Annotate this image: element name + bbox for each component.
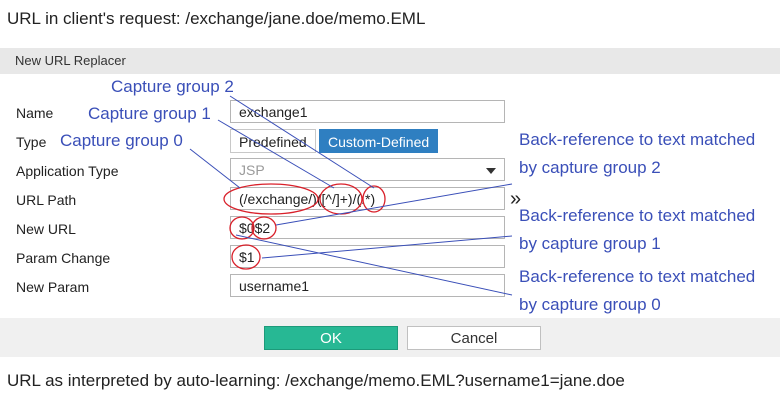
url-path-input[interactable]: (/exchange/)([^/]+)/(.*) bbox=[230, 187, 505, 210]
interpreted-url-text: URL as interpreted by auto-learning: /ex… bbox=[7, 371, 625, 390]
param-change-input[interactable]: $1 bbox=[230, 245, 505, 268]
annotation-capture-group-2: Capture group 2 bbox=[111, 77, 234, 96]
annotation-backref-0-line1: Back-reference to text matched bbox=[519, 267, 756, 286]
annotation-backref-1-line1: Back-reference to text matched bbox=[519, 206, 756, 225]
dialog-header: New URL Replacer bbox=[0, 48, 780, 74]
client-request-url-text: URL in client's request: /exchange/jane.… bbox=[7, 9, 426, 28]
name-input[interactable]: exchange1 bbox=[230, 100, 505, 123]
cancel-button[interactable]: Cancel bbox=[407, 326, 541, 350]
url-path-group1: ([^/]+) bbox=[316, 191, 353, 207]
type-label: Type bbox=[16, 134, 47, 150]
url-path-label: URL Path bbox=[16, 192, 77, 208]
new-param-label: New Param bbox=[16, 279, 90, 295]
type-predefined-toggle[interactable]: Predefined bbox=[230, 129, 316, 153]
annotation-backref-2-line2: by capture group 2 bbox=[519, 158, 661, 177]
expand-icon[interactable]: » bbox=[510, 188, 522, 210]
ok-button[interactable]: OK bbox=[264, 326, 398, 350]
type-custom-defined-toggle[interactable]: Custom-Defined bbox=[319, 129, 439, 153]
annotation-capture-group-1: Capture group 1 bbox=[88, 104, 211, 123]
param-change-value: $1 bbox=[239, 249, 255, 265]
new-url-backref2: $2 bbox=[254, 220, 271, 236]
chevron-down-icon bbox=[486, 168, 496, 174]
name-input-value: exchange1 bbox=[239, 104, 308, 120]
application-type-value: JSP bbox=[239, 162, 265, 178]
dialog-title: New URL Replacer bbox=[15, 53, 126, 68]
new-param-value: username1 bbox=[239, 278, 310, 294]
new-url-label: New URL bbox=[16, 221, 76, 237]
annotation-backref-2-line1: Back-reference to text matched bbox=[519, 130, 756, 149]
url-path-group2: (.*) bbox=[356, 191, 376, 207]
name-label: Name bbox=[16, 105, 54, 121]
annotation-capture-group-0: Capture group 0 bbox=[60, 131, 183, 150]
application-type-label: Application Type bbox=[16, 163, 119, 179]
annotation-backref-1-line2: by capture group 1 bbox=[519, 234, 661, 253]
new-param-input[interactable]: username1 bbox=[230, 274, 505, 297]
annotation-backref-0-line2: by capture group 0 bbox=[519, 295, 661, 314]
param-change-label: Param Change bbox=[16, 250, 111, 266]
new-url-input[interactable]: $0$2 bbox=[230, 216, 505, 239]
application-type-select[interactable]: JSP bbox=[230, 158, 505, 181]
url-path-group0: (/exchange/) bbox=[239, 191, 317, 207]
new-url-backref0: $0 bbox=[239, 220, 255, 236]
